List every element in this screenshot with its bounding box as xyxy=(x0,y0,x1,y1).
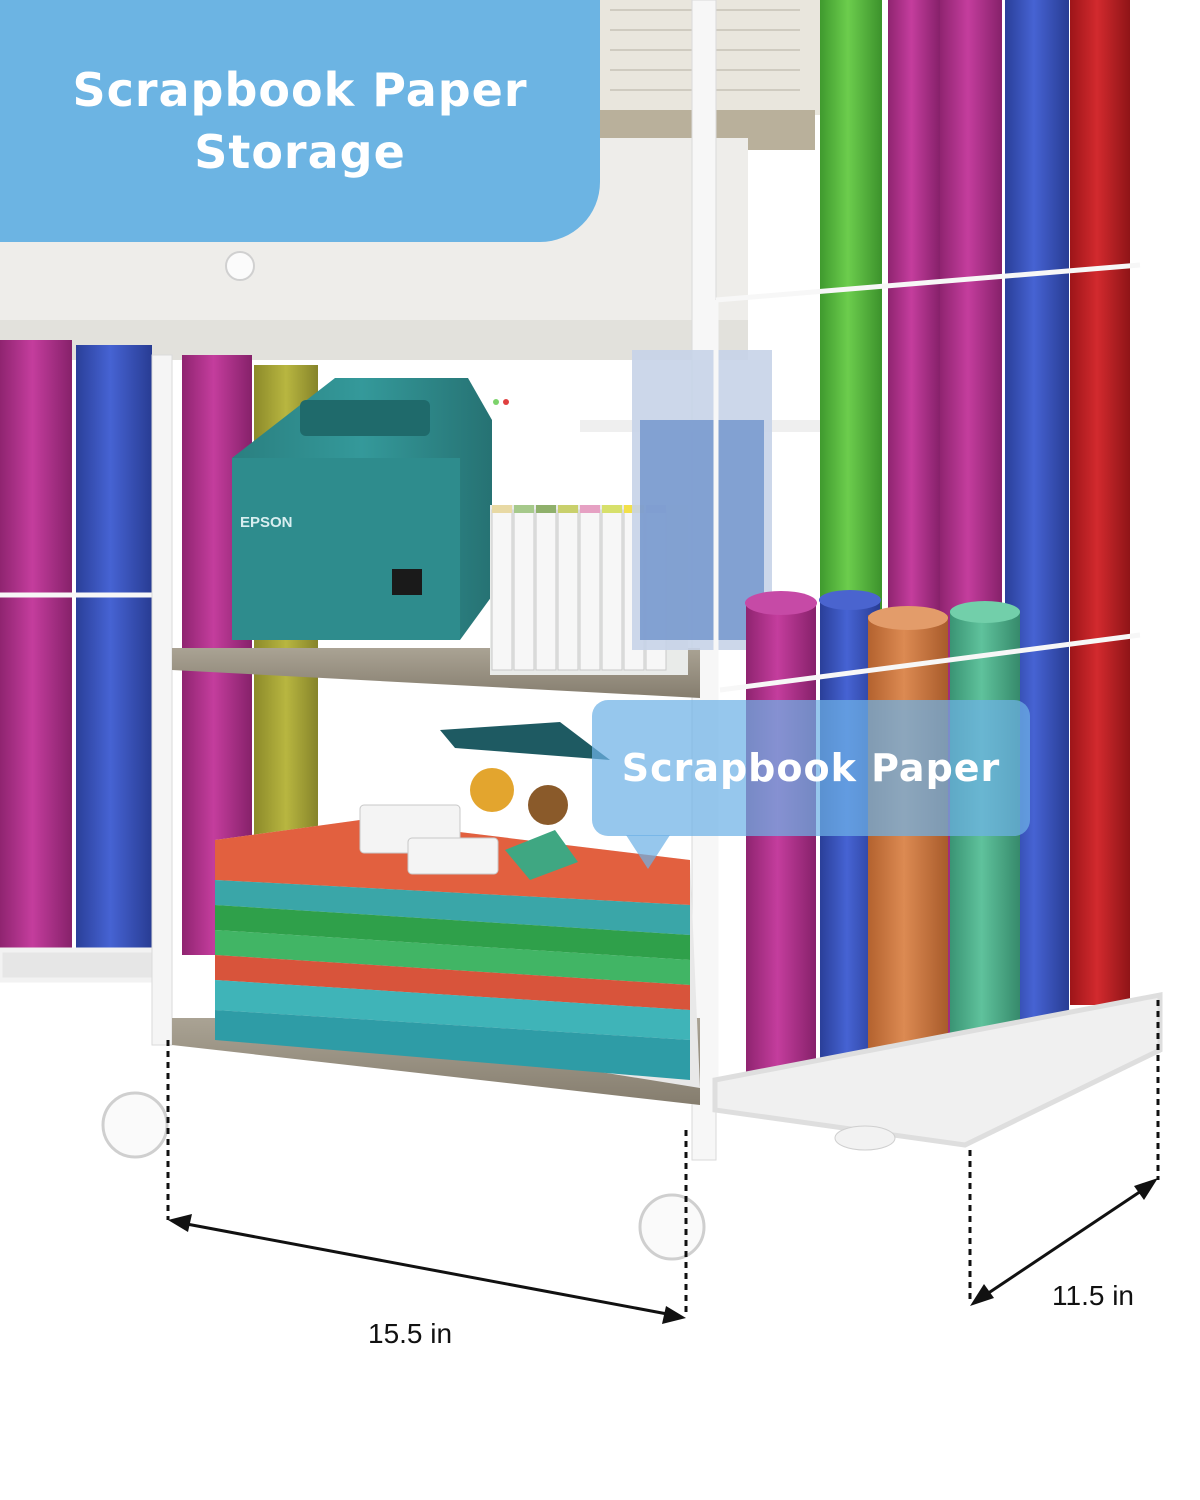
callout-label: Scrapbook Paper xyxy=(621,746,1001,790)
drawer-knob xyxy=(225,251,255,281)
printer-brand: EPSON xyxy=(240,514,293,531)
width-dimension xyxy=(166,1040,688,1324)
depth-label: 11.5 in xyxy=(1052,1280,1134,1311)
caster-wheels xyxy=(101,1091,896,1261)
right-short-rolls xyxy=(745,590,1020,1110)
printer: EPSON xyxy=(232,378,509,640)
callout-pointer xyxy=(626,835,670,869)
scrapbook-paper-callout: Scrapbook Paper xyxy=(592,700,1030,836)
banner-title-line2: Storage xyxy=(194,125,406,179)
banner-title-line1: Scrapbook Paper xyxy=(72,63,528,117)
depth-dimension xyxy=(968,1000,1160,1306)
width-label: 15.5 in xyxy=(368,1318,453,1349)
paper-stack xyxy=(215,820,700,1088)
right-wire-rack xyxy=(712,262,1163,1148)
title-banner: Scrapbook Paper Storage xyxy=(0,0,600,242)
stationery xyxy=(359,722,610,880)
